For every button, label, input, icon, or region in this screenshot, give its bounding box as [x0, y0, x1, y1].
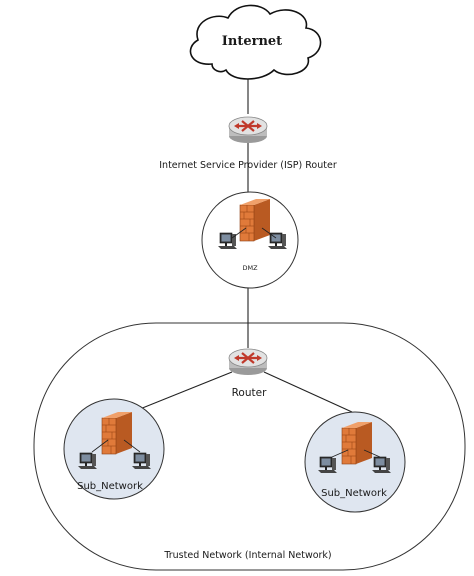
- subnet-right-firewall-icon: [341, 421, 373, 465]
- cloud-label: Internet: [222, 34, 282, 49]
- isp-router-label: Internet Service Provider (ISP) Router: [159, 160, 337, 171]
- trusted-network-label: Trusted Network (Internal Network): [163, 550, 331, 561]
- isp-router-icon: [227, 115, 269, 145]
- dmz-workstation-right-icon: [267, 232, 288, 250]
- link-router-subnet-right: [263, 371, 353, 413]
- trusted-router-icon: [227, 347, 269, 377]
- subnet-left-workstation-left-icon: [77, 452, 98, 470]
- subnet-left-firewall-icon: [101, 411, 133, 455]
- cloud-icon: [189, 4, 322, 80]
- subnet-right-label: Sub_Network: [321, 488, 387, 499]
- trusted-router-label: Router: [232, 387, 267, 399]
- dmz-workstation-left-icon: [217, 232, 238, 250]
- subnet-left-workstation-right-icon: [131, 452, 152, 470]
- dmz-firewall-icon: [239, 198, 271, 242]
- dmz-label: DMZ: [242, 264, 258, 272]
- subnet-left-label: Sub_Network: [77, 481, 143, 492]
- subnet-right-workstation-right-icon: [371, 456, 392, 474]
- subnet-right-workstation-left-icon: [317, 456, 338, 474]
